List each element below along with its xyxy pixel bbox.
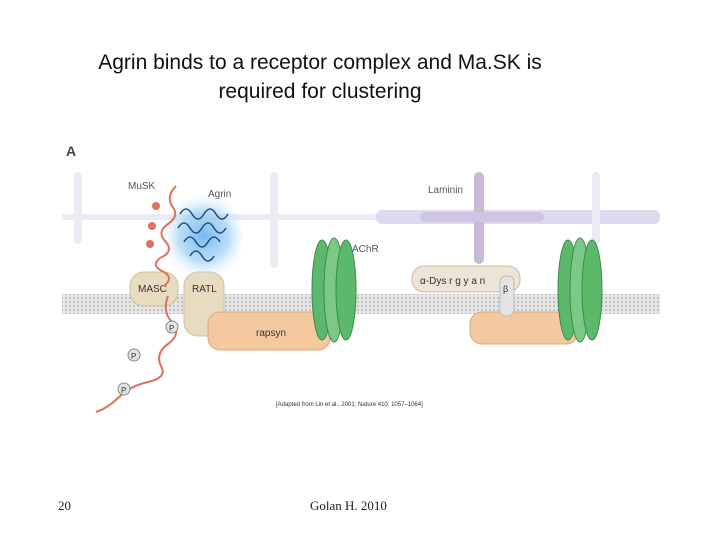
slide-title: Agrin binds to a receptor complex and Ma… bbox=[40, 48, 600, 106]
agrin-coil bbox=[177, 208, 229, 262]
achr-label: AChR bbox=[352, 244, 379, 255]
basal-lamina bbox=[62, 172, 660, 268]
musk-bead bbox=[152, 202, 160, 210]
musk-bead bbox=[146, 240, 154, 248]
agrin-glow bbox=[162, 194, 246, 278]
laminin-protein bbox=[420, 172, 544, 264]
citation: [Adapted from Lin et al., 2001; Nature 4… bbox=[276, 402, 423, 408]
phospho-label: P bbox=[131, 352, 136, 361]
achr-cluster-right bbox=[557, 237, 603, 343]
footer-credit: Golan H. 2010 bbox=[310, 498, 387, 513]
rapsyn-protein bbox=[207, 311, 579, 351]
laminin-label: Laminin bbox=[428, 185, 463, 196]
phospho-site: P bbox=[127, 348, 141, 362]
panel-label: A bbox=[66, 143, 76, 159]
beta-label: β bbox=[503, 284, 508, 294]
musk-bead bbox=[148, 222, 156, 230]
phospho-site: P bbox=[165, 320, 179, 334]
slide-number: 20 bbox=[58, 498, 71, 513]
dystroglycan-label: α-Dys r g y a n bbox=[420, 276, 485, 287]
phospho-label: P bbox=[169, 324, 174, 333]
slide-title-line-2: required for clustering bbox=[218, 80, 422, 103]
slide-title-line-1: Agrin binds to a receptor complex and Ma… bbox=[98, 51, 542, 74]
achr-cluster-left bbox=[311, 237, 357, 343]
phospho-site: P bbox=[117, 382, 131, 396]
dystroglycan-complex bbox=[411, 265, 521, 317]
musk-label: MuSK bbox=[128, 181, 156, 192]
ratl-label: RATL bbox=[192, 284, 217, 295]
rapsyn-label: rapsyn bbox=[256, 328, 286, 339]
agrin-label: Agrin bbox=[208, 189, 231, 200]
masc-label: MASC bbox=[138, 284, 167, 295]
phospho-label: P bbox=[121, 386, 126, 395]
